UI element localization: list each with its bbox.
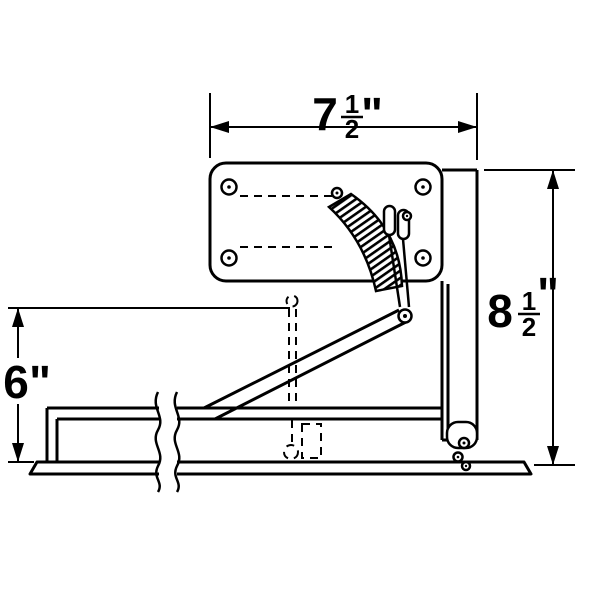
width-unit: ": [361, 88, 383, 140]
link-bar: [401, 238, 411, 308]
width-whole: 7: [312, 88, 338, 140]
link-bar: [387, 234, 402, 308]
baseplate: [28, 460, 533, 476]
diagonal-arm: [214, 320, 407, 421]
horizontal-bar: [45, 406, 442, 462]
left-height-label: 6 ": [0, 356, 54, 408]
spring-hook-center: [335, 191, 339, 195]
break-lines: [154, 391, 181, 494]
mechanism: [28, 161, 533, 494]
left-height-dimension: 6 ": [0, 307, 290, 463]
hole-center: [227, 256, 231, 260]
anchor-rivet-center: [456, 455, 460, 459]
latch-rivet-center: [462, 441, 466, 445]
width-numerator: 1: [345, 89, 359, 119]
hole-center: [421, 185, 425, 189]
diagonal-arm: [203, 308, 400, 410]
pivot-center: [403, 314, 407, 318]
cotter-pin-center: [405, 214, 409, 218]
coil-spring: [326, 192, 404, 293]
width-dimension-label: 7 1 2 ": [312, 88, 383, 144]
side-bracket: [440, 168, 479, 442]
right-height-label: 8 1 2 ": [487, 268, 559, 342]
width-dimension: 7 1 2 ": [209, 88, 478, 160]
right-height-dimension: 8 1 2 ": [484, 169, 575, 466]
right-height-whole: 8: [487, 285, 513, 337]
width-denominator: 2: [345, 114, 359, 144]
right-height-numerator: 1: [522, 286, 536, 316]
hole-center: [421, 256, 425, 260]
hidden-pull-rod: [283, 294, 322, 460]
hole-center: [227, 185, 231, 189]
left-height-whole: 6: [3, 356, 29, 408]
slide-pin: [382, 204, 397, 237]
label-background: [0, 358, 54, 404]
anchor-rivet-center: [464, 464, 468, 468]
right-height-unit: ": [537, 268, 559, 320]
right-height-denominator: 2: [522, 312, 536, 342]
hidden-bracket: [301, 423, 322, 459]
hidden-hook: [283, 444, 299, 460]
left-height-unit: ": [29, 356, 51, 408]
mounting-holes: [220, 178, 432, 267]
